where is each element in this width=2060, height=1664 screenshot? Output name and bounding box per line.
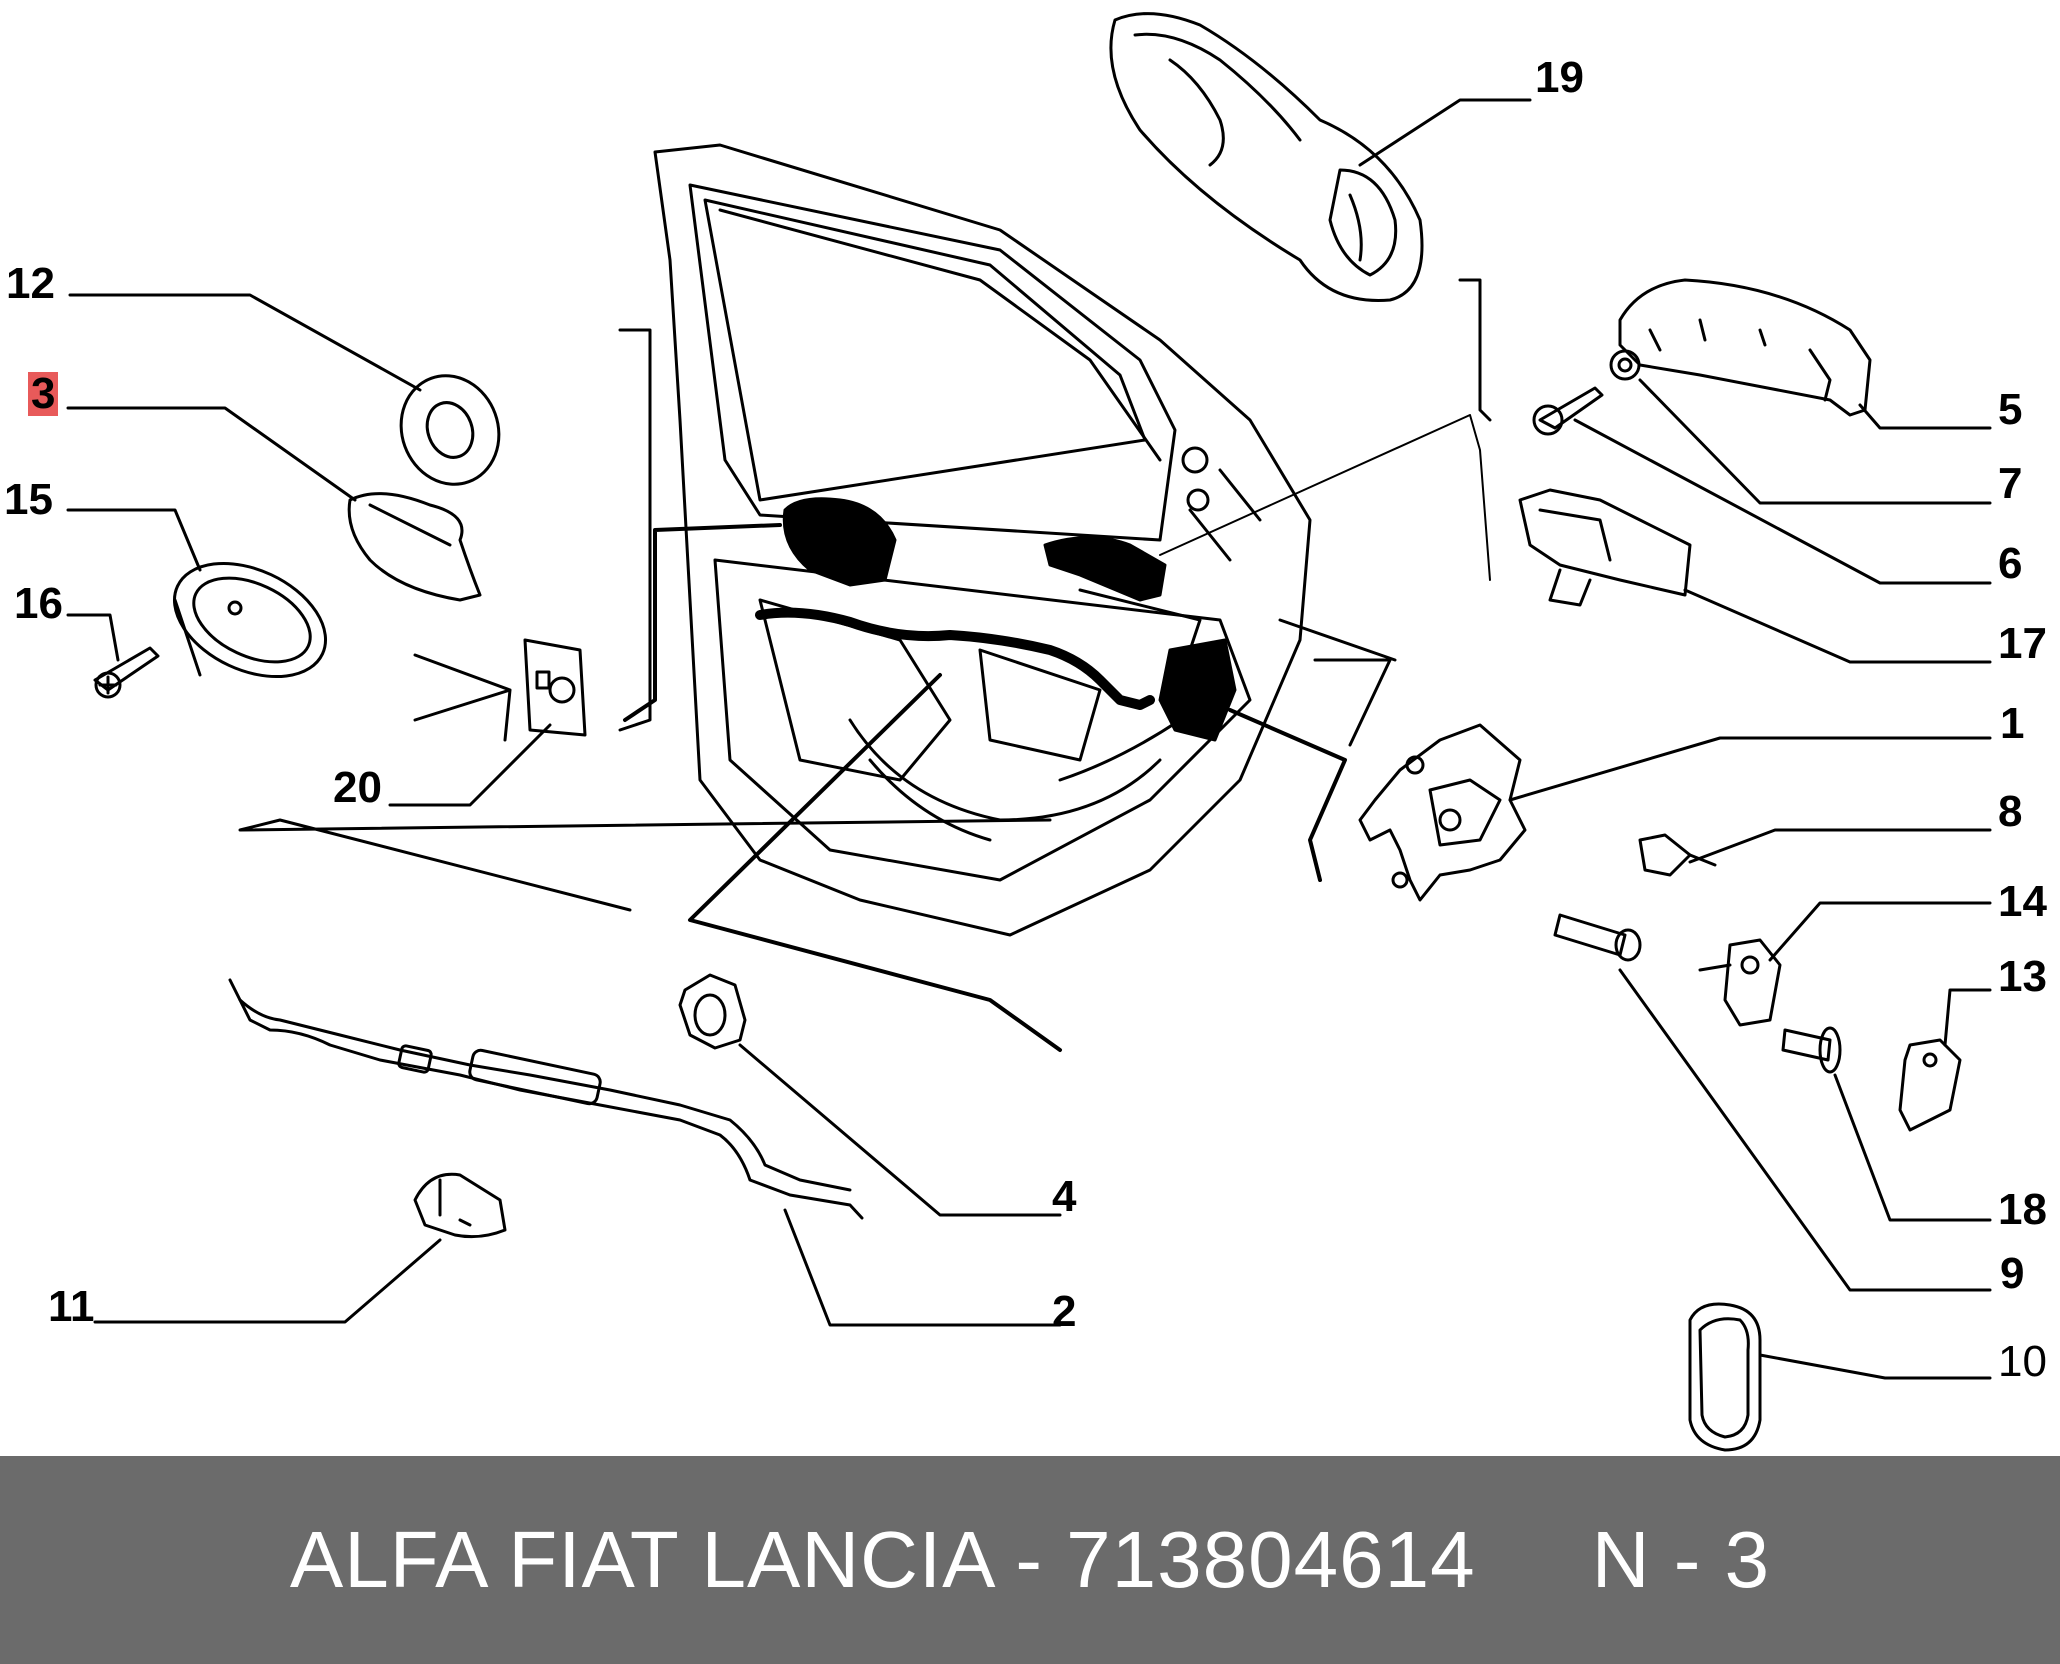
part-15 [172, 561, 328, 679]
part-18 [1781, 1026, 1842, 1074]
callout-20: 20 [333, 763, 382, 812]
callout-8: 8 [1998, 787, 2023, 836]
callout-17: 17 [1998, 619, 2047, 668]
callout-5: 5 [1998, 385, 2023, 434]
callout-10: 10 [1998, 1337, 2047, 1386]
part-9 [1553, 913, 1642, 962]
callout-12: 12 [6, 259, 55, 308]
door-pads [755, 497, 1237, 742]
callout-6: 6 [1998, 539, 2023, 588]
part-19 [1109, 12, 1424, 302]
part-2 [228, 978, 864, 1220]
part-14 [1698, 938, 1782, 1027]
callout-11: 11 [48, 1282, 95, 1331]
part-5 [1618, 278, 1872, 417]
callout-13: 13 [1998, 952, 2047, 1001]
callout-19: 19 [1535, 53, 1584, 102]
part-11 [413, 1172, 507, 1239]
leader-lines [66, 98, 1992, 1380]
callout-7: 7 [1998, 459, 2023, 508]
callout-9: 9 [2000, 1249, 2025, 1298]
part-13 [1898, 1038, 1962, 1132]
part-20 [413, 638, 587, 742]
callout-2: 2 [1052, 1287, 1077, 1336]
part-1 [1358, 723, 1527, 902]
part-17 [1518, 488, 1692, 607]
exploded-parts-diagram: 19 12 3 15 16 20 5 7 6 17 1 8 14 13 18 9… [4, 12, 2047, 1452]
part-8 [1638, 833, 1717, 877]
callout-15: 15 [4, 475, 53, 524]
callout-3: 3 [28, 372, 59, 416]
diagram-drawing [66, 12, 1992, 1452]
callout-1: 1 [2000, 699, 2025, 748]
part-7 [1609, 349, 1641, 381]
part-4 [678, 973, 747, 1050]
part-12 [399, 374, 501, 486]
footer-part-title: ALFA FIAT LANCIA - 713804614 N - 3 [289, 1515, 1771, 1604]
callout-18: 18 [1998, 1185, 2047, 1234]
callout-16: 16 [14, 579, 63, 628]
part-10 [1688, 1302, 1762, 1452]
part-16 [93, 646, 160, 699]
footer-bar: ALFA FIAT LANCIA - 713804614 N - 3 [0, 1456, 2060, 1664]
part-3 [347, 492, 482, 602]
part-6 [1532, 386, 1604, 436]
callout-14: 14 [1998, 877, 2047, 926]
callout-4: 4 [1052, 1172, 1077, 1221]
door-panel [618, 143, 1492, 937]
